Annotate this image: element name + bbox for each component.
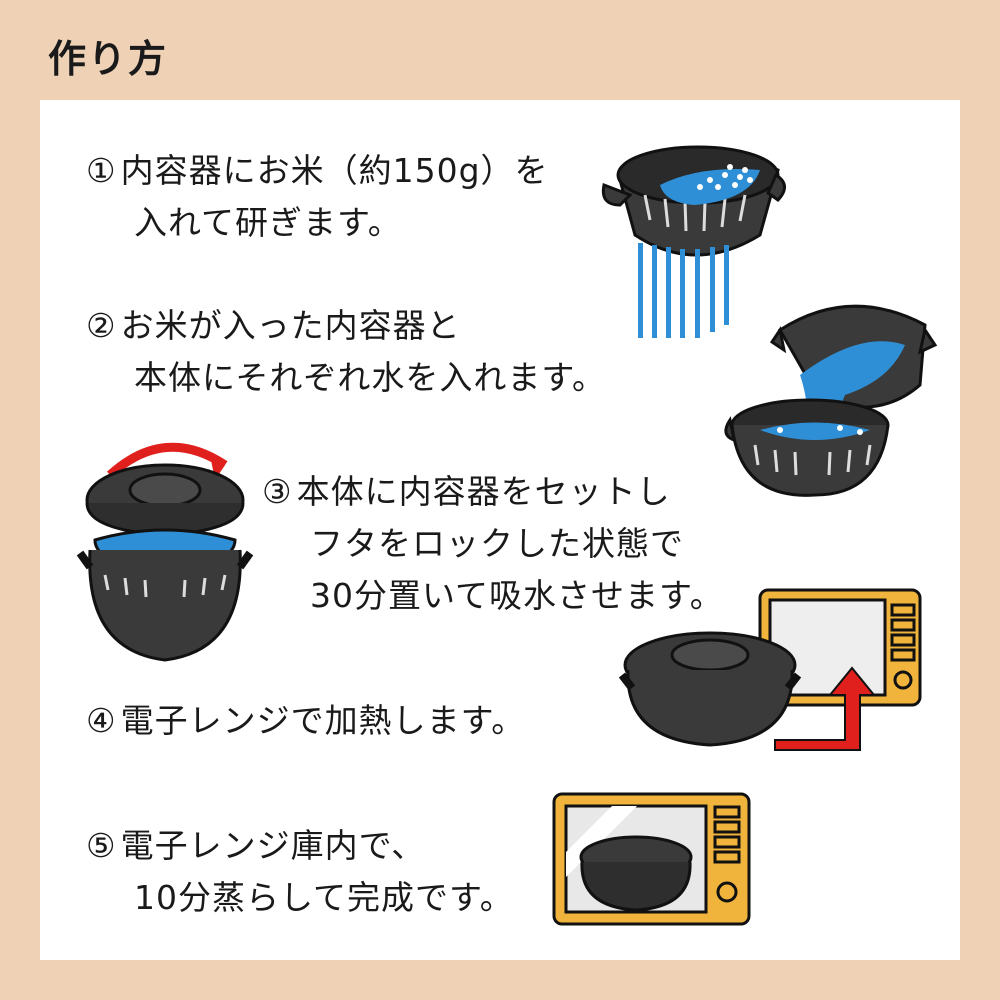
step-4-number: ④ xyxy=(86,701,117,740)
put-in-microwave-icon xyxy=(618,588,922,751)
step-2-line-2: 本体にそれぞれ水を入れます。 xyxy=(134,358,607,397)
step-5-number: ⑤ xyxy=(86,826,117,865)
step-3-line-2: フタをロックした状態で xyxy=(310,524,684,563)
step-2-number: ② xyxy=(86,306,117,345)
step-4-line-1: 電子レンジで加熱します。 xyxy=(120,701,526,740)
lock-lid-pot-icon xyxy=(76,442,254,662)
step-3-line-1: 本体に内容器をセットし xyxy=(296,472,671,511)
steam-in-microwave-icon xyxy=(552,792,751,926)
rinse-rice-icon xyxy=(601,145,786,338)
page-title: 作り方 xyxy=(48,37,169,81)
step-2-line-1: お米が入った内容器と xyxy=(120,306,461,345)
step-1-number: ① xyxy=(86,151,117,190)
step-5-line-1: 電子レンジ庫内で、 xyxy=(120,826,426,865)
step-5-line-2: 10分蒸らして完成です。 xyxy=(134,878,514,917)
step-3-number: ③ xyxy=(262,472,293,511)
pour-water-icon xyxy=(724,304,938,497)
step-1-line-2: 入れて研ぎます。 xyxy=(134,203,402,242)
step-3-line-3: 30分置いて吸水させます。 xyxy=(310,576,724,615)
step-1-line-1: 内容器にお米（約150g）を xyxy=(120,151,549,190)
